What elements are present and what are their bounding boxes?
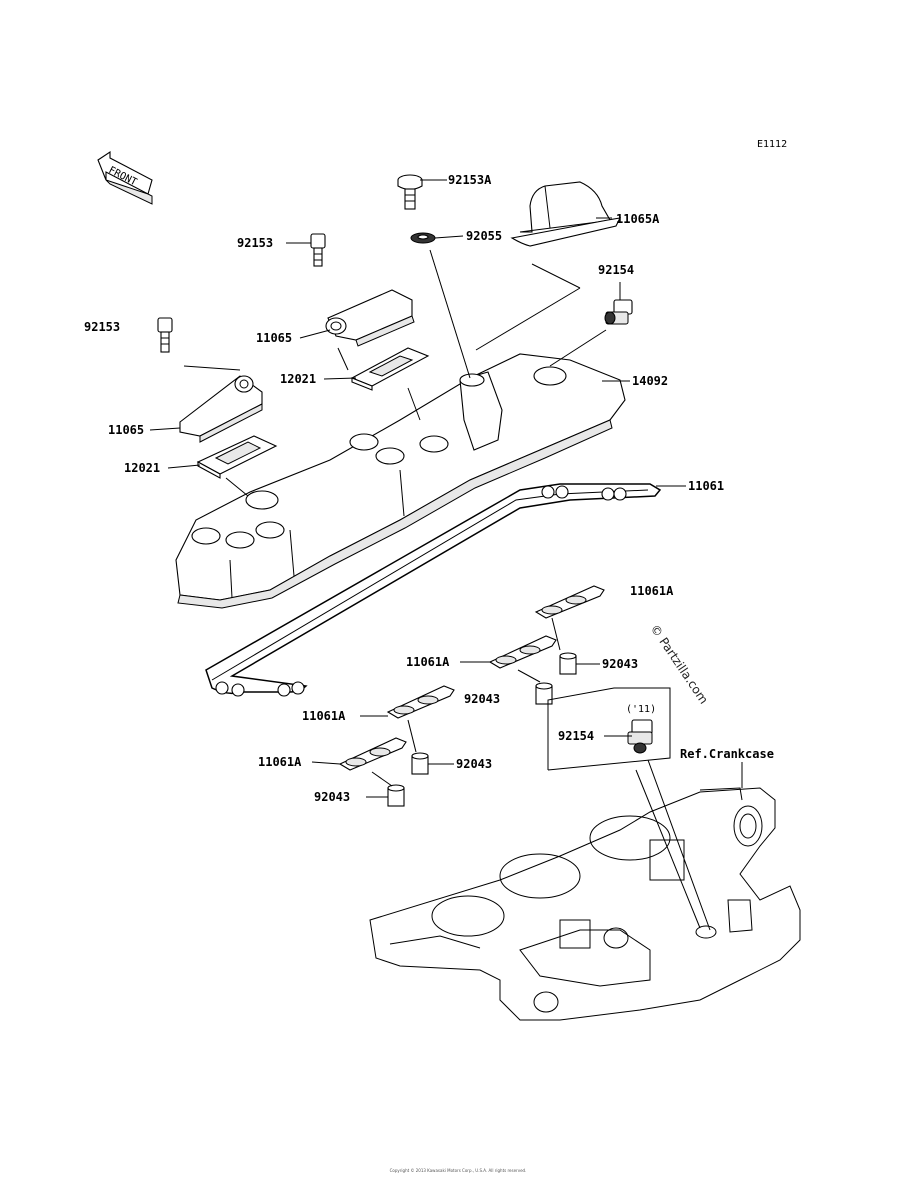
breather-11065-upper [325,289,415,347]
plug-gasket-11061a-4 [338,737,407,771]
crankcase-reference [369,787,801,1021]
callout-11061a-right: 11061A [630,584,674,598]
callout-92153a: 92153A [448,173,492,187]
leader-lines [149,179,743,931]
callout-14092: 14092 [632,374,668,388]
dowel-pin-92043-2 [535,682,553,705]
callout-11061a-lower: 11061A [302,709,346,723]
diagram-code: E1112 [757,139,787,150]
breather-11065-left [179,375,263,443]
bolt-92153a [397,174,423,210]
bolt-92153-upper [310,233,326,267]
variant-box-2011: ('11) [547,687,671,771]
gasket-11061 [205,483,662,697]
callout-92153-left: 92153 [84,320,120,334]
gasket-12021-upper [350,347,430,391]
plug-gasket-11061a-1 [534,585,605,619]
callout-11065-upper: 11065 [256,331,292,345]
plug-gasket-11061a-3 [386,685,455,719]
callout-92153-upper: 92153 [237,236,273,250]
bolt-92153-left [157,317,173,353]
washer-92055 [410,232,436,244]
callout-labels: 92153A 11065A 92055 92153 92154 92153 11… [84,173,774,804]
variant-note: ('11) [626,704,656,715]
gasket-12021-left [196,435,278,479]
dowel-pin-92043-1 [559,652,577,675]
callout-92154-lower: 92154 [558,729,594,743]
callout-11065-left: 11065 [108,423,144,437]
watermark: © Partzilla.com [648,622,711,707]
plug-gasket-11061a-2 [488,635,557,669]
callout-92043-bottom: 92043 [314,790,350,804]
callout-92043-mid: 92043 [464,692,500,706]
cylinder-head-cover-14092 [175,353,626,609]
callout-11061a-mid: 11061A [406,655,450,669]
callout-11065a: 11065A [616,212,660,226]
cover-11065a [510,181,621,247]
copyright-notice: Copyright © 2013 Kawasaki Motors Corp., … [390,1168,527,1173]
callout-11061a-bottom: 11061A [258,755,302,769]
callout-92043-lower: 92043 [456,757,492,771]
callout-12021-left: 12021 [124,461,160,475]
plug-92154-upper [604,299,633,325]
dowel-pin-92043-3 [411,752,429,775]
callout-12021-upper: 12021 [280,372,316,386]
callout-92154-upper: 92154 [598,263,634,277]
dowel-pin-92043-4 [387,784,405,807]
callout-11061: 11061 [688,479,724,493]
callout-92043-right: 92043 [602,657,638,671]
reference-crankcase-label: Ref.Crankcase [680,747,774,761]
front-arrow-icon: FRONT [97,150,153,205]
callout-92055: 92055 [466,229,502,243]
